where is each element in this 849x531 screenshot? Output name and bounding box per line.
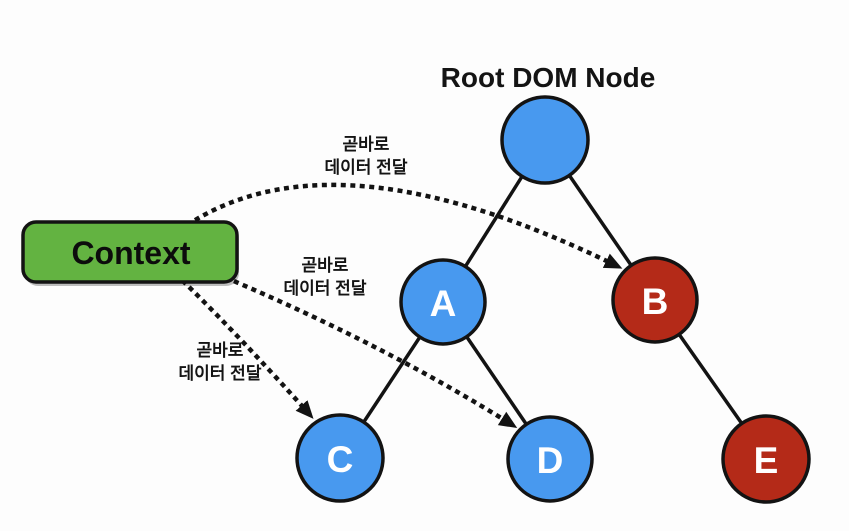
arrow-label-to-b-line2: 데이터 전달 — [325, 157, 408, 177]
node-root-circle — [500, 95, 590, 185]
context-box-label: Context — [71, 235, 190, 271]
context-arrow-to-c — [180, 278, 315, 420]
context-box: Context — [21, 220, 239, 286]
node-b: B — [611, 256, 699, 344]
diagram-title: Root DOM Node — [441, 62, 656, 93]
context-arrow-to-b — [193, 182, 623, 271]
context-box-rect — [21, 220, 239, 284]
node-a-label: A — [430, 283, 457, 324]
node-c-label: C — [327, 439, 354, 480]
arrow-label-to-c-line2: 데이터 전달 — [179, 363, 262, 383]
arrow-label-to-c-line1: 곧바로 — [197, 341, 244, 360]
arrow-label-to-b-line1: 곧바로 — [343, 135, 390, 154]
arrow-label-to-d-line1: 곧바로 — [302, 256, 349, 275]
node-e-label: E — [754, 440, 779, 481]
node-c-circle — [295, 413, 385, 503]
node-b-label: B — [642, 281, 669, 322]
node-b-circle — [611, 256, 699, 344]
node-e-circle — [721, 414, 811, 504]
node-c: C — [295, 413, 385, 503]
arrow-label-to-d: 곧바로 데이터 전달 — [284, 256, 367, 298]
node-a-circle — [399, 258, 487, 346]
arrow-label-to-c: 곧바로 데이터 전달 — [179, 341, 262, 383]
node-d: D — [506, 415, 594, 503]
arrow-label-to-b: 곧바로 데이터 전달 — [325, 135, 408, 177]
node-d-circle — [506, 415, 594, 503]
node-a: A — [399, 258, 487, 346]
arrow-label-to-d-line2: 데이터 전달 — [284, 278, 367, 298]
node-d-label: D — [537, 440, 564, 481]
context-arrow-to-d — [233, 279, 518, 430]
node-root — [500, 95, 590, 185]
node-e: E — [721, 414, 811, 504]
